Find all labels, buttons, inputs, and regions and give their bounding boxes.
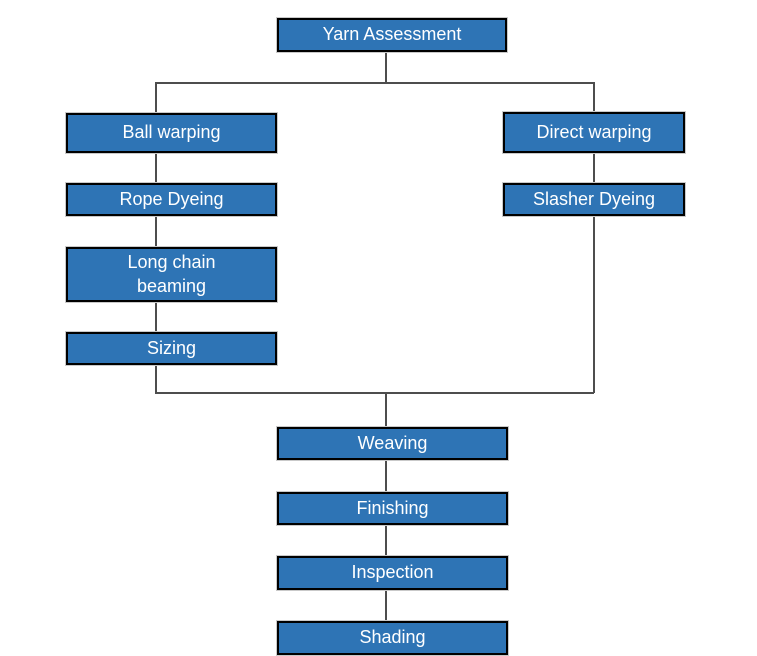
- node-finishing: Finishing: [277, 492, 508, 525]
- node-sizing: Sizing: [66, 332, 277, 365]
- node-long-chain-beaming: Long chain beaming: [66, 247, 277, 302]
- node-slasher-dyeing: Slasher Dyeing: [503, 183, 685, 216]
- node-yarn-assessment: Yarn Assessment: [277, 18, 507, 52]
- node-rope-dyeing: Rope Dyeing: [66, 183, 277, 216]
- node-weaving: Weaving: [277, 427, 508, 460]
- node-shading: Shading: [277, 621, 508, 655]
- connector-right-branch: [593, 82, 595, 393]
- connector-yarn-to-split: [385, 52, 387, 83]
- connector-split-horizontal: [155, 82, 594, 84]
- connector-left-branch: [155, 82, 157, 393]
- node-inspection: Inspection: [277, 556, 508, 590]
- connector-merge-horizontal: [155, 392, 594, 394]
- node-ball-warping: Ball warping: [66, 113, 277, 153]
- node-direct-warping: Direct warping: [503, 112, 685, 153]
